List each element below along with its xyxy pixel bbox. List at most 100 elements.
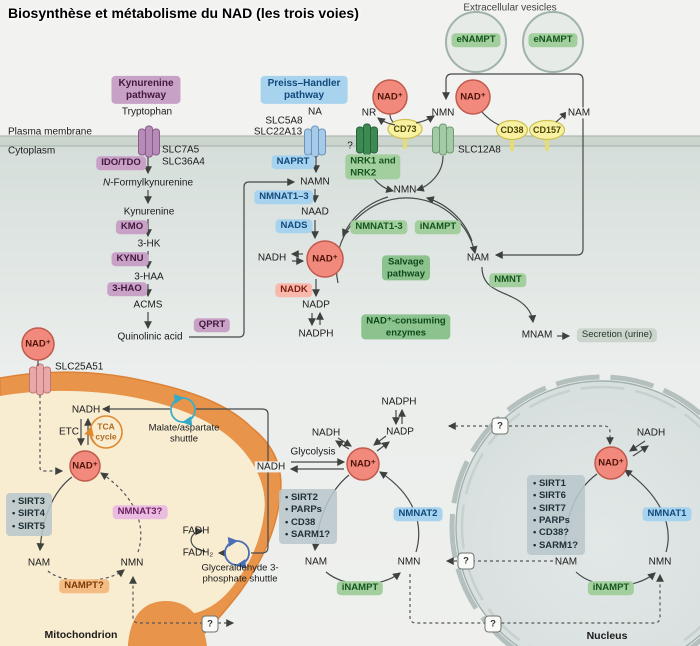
mito-nmn-to-nad-dashed xyxy=(100,472,142,553)
nam-mito-label: NAM xyxy=(27,557,51,569)
fadh-label: FADH xyxy=(182,525,210,537)
slc25a51-transporter xyxy=(29,363,51,396)
nmnat13-blue-pill: NMNAT1–3 xyxy=(254,190,314,204)
cytoplasm-label: Cytoplasm xyxy=(8,145,56,157)
nad-hub-label: NAD⁺ xyxy=(312,253,338,265)
nad-nucleus-label: NAD⁺ xyxy=(598,457,624,469)
kynu-pill: KYNU xyxy=(111,252,149,266)
nfk-label: N-Formylkynurenine xyxy=(102,177,194,189)
question-box-nucleus-bottom: ? xyxy=(484,615,502,633)
cycle-glyphs xyxy=(84,394,250,569)
cd157-label: CD157 xyxy=(532,125,562,135)
nucleus-enzymes-box: SIRT1SIRT6SIRT7PARPsCD38?SARM1? xyxy=(527,475,586,556)
cyto-enzymes-box: SIRT2PARPsCD38SARM1? xyxy=(279,489,338,545)
nucleus-label: Nucleus xyxy=(586,630,628,643)
slc25a51-import-dashed xyxy=(39,395,64,475)
g3p-shuttle-label: Glyceraldehyde 3- phosphate shuttle xyxy=(201,562,279,584)
nad-circle-mito xyxy=(69,450,101,482)
nmn-cyto-label: NMN xyxy=(393,184,417,196)
etc-label: ETC xyxy=(59,426,79,438)
dashed-arrows xyxy=(39,395,664,627)
nam-to-mnam-arrow xyxy=(481,266,537,324)
glycolysis-label: Glycolysis xyxy=(290,446,336,458)
nmn-nucleus-label: NMN xyxy=(648,556,672,568)
naprt-pill: NAPRT xyxy=(271,155,315,169)
slc22a13-label: SLC22A13 xyxy=(253,126,303,138)
nadp-cyto-label: NADP xyxy=(386,426,414,438)
nadp-hub-label: NADP xyxy=(302,299,330,311)
question-box-nucleus-mid: ? xyxy=(457,552,475,570)
shuttle-bracket xyxy=(196,408,269,554)
mito-nmn-question-dashed xyxy=(129,575,235,627)
nadph-cyto-label: NADPH xyxy=(381,396,417,408)
salvage-arc-nmn-nad xyxy=(342,196,389,238)
trp-transporter xyxy=(138,125,160,158)
question-box-mito: ? xyxy=(201,615,219,633)
slc36a4-label: SLC36A4 xyxy=(162,156,205,168)
quinolinic-label: Quinolinic acid xyxy=(117,331,183,343)
nad-circle-nucleus xyxy=(594,446,628,480)
preiss-handler-header: Preiss–Handler pathway xyxy=(260,75,348,105)
figure-title: Biosynthèse et métabolisme du NAD (les t… xyxy=(8,5,359,21)
nadk-pill: NADK xyxy=(275,283,313,297)
nr-transporter-question: ? xyxy=(347,140,353,152)
tca-label: TCA cycle xyxy=(95,421,117,441)
nam-nucleus-label: NAM xyxy=(554,556,578,568)
na-transporter xyxy=(304,125,326,158)
nmnt-pill: NMNT xyxy=(489,273,527,287)
nad-circle-cyto xyxy=(346,447,380,481)
nad-circle-hub xyxy=(306,240,344,278)
secretion-pill: Secretion (urine) xyxy=(576,328,658,342)
nr-transporter xyxy=(356,123,378,156)
nmnat2-pill: NMNAT2 xyxy=(393,507,443,521)
question-box-nucleus-top: ? xyxy=(491,417,509,435)
namn-label: NAMN xyxy=(300,176,330,188)
nads-pill: NADS xyxy=(275,219,313,233)
salvage-pathway-pill: Salvage pathway xyxy=(381,255,431,281)
nuc-nad-dashed xyxy=(447,422,614,446)
qprt-pill: QPRT xyxy=(193,318,231,332)
nad-circle-ext1 xyxy=(372,79,408,115)
cd38-label: CD38 xyxy=(500,125,524,135)
nad-consuming-pill: NAD⁺-consuming enzymes xyxy=(361,314,451,340)
nad-mito-label: NAD⁺ xyxy=(72,460,98,472)
slc12a8-label: SLC12A8 xyxy=(458,144,501,156)
nadh-mito-label: NADH xyxy=(71,404,101,416)
transporters xyxy=(29,123,454,396)
3hao-pill: 3-HAO xyxy=(107,282,147,296)
qprt-arrow xyxy=(189,178,296,338)
vesicles-label: Extracellular vesicles xyxy=(463,2,557,14)
nrk-pill: NRK1 and NRK2 xyxy=(345,154,401,180)
mito-sirtuins-box: SIRT3SIRT4SIRT5 xyxy=(6,493,52,537)
cd73-ellipse xyxy=(387,118,423,140)
tryptophan-label: Tryptophan xyxy=(121,106,173,118)
nr-label: NR xyxy=(361,107,377,119)
nam-cyto-label: NAM xyxy=(466,252,490,264)
naad-label: NAAD xyxy=(301,206,329,218)
nmn-ext-label: NMN xyxy=(431,107,455,119)
nadh-nucleus-label: NADH xyxy=(636,427,666,439)
nad-circle-mito-out xyxy=(21,327,55,361)
kynurenine-pathway-header: Kynurenine pathway xyxy=(111,75,181,105)
nmn-cyto-cycle-label: NMN xyxy=(397,556,421,568)
nadh-hub-label: NADH xyxy=(257,252,287,264)
3haa-label: 3-HAA xyxy=(134,271,164,283)
slc25a51-label: SLC25A51 xyxy=(55,361,104,373)
nad-ext1-label: NAD⁺ xyxy=(377,91,403,103)
nmnat1-pill: NMNAT1 xyxy=(642,507,692,521)
nad-mito-out-label: NAD⁺ xyxy=(25,338,51,350)
malate-shuttle-label: Malate/aspartate shuttle xyxy=(148,422,220,444)
inampt-salvage-pill: iNAMPT xyxy=(414,220,462,234)
plasma-membrane-label: Plasma membrane xyxy=(8,126,92,138)
slc5a8-label: SLC5A8 xyxy=(265,115,303,127)
cd73-label: CD73 xyxy=(393,124,417,134)
3hk-label: 3-HK xyxy=(137,238,161,250)
nadh-top-label: NADH xyxy=(311,427,341,439)
nmnat13-salvage-pill: NMNAT1-3 xyxy=(350,220,408,234)
nadph-hub-label: NADPH xyxy=(298,328,334,340)
ido-tdo-pill: IDO/TDO xyxy=(96,156,146,170)
fadh2-label: FADH₂ xyxy=(182,547,214,559)
nam-ext-label: NAM xyxy=(565,107,593,119)
nad-cyto-label: NAD⁺ xyxy=(350,458,376,470)
